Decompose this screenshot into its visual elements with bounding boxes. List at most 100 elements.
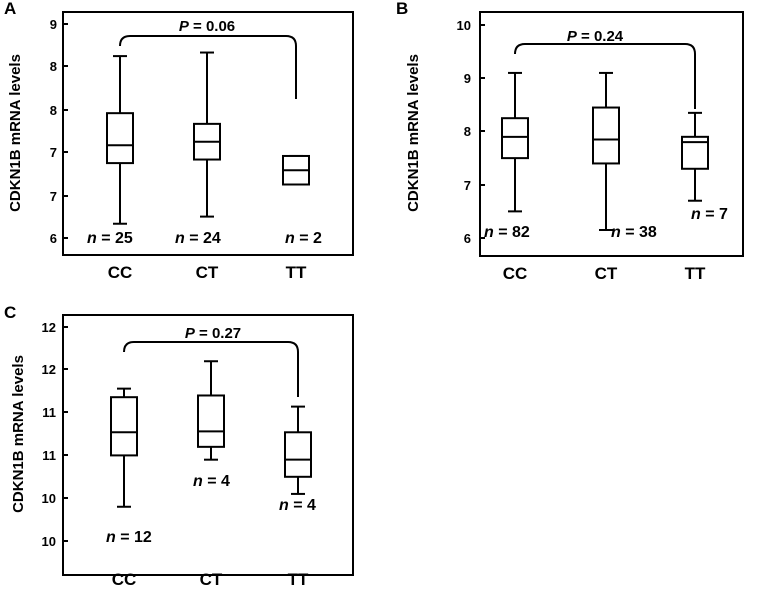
y-tick-label: 7 [50,189,57,204]
p-value: = 0.06 [193,18,235,35]
iqr-box [197,394,225,448]
x-category-label: CT [595,264,618,283]
y-tick-text: 6 [464,231,471,246]
y-tick-label: 9 [50,17,57,32]
box-ct [197,360,225,461]
y-tick-text: 8 [50,59,57,74]
box-tt [681,111,709,202]
p-symbol: P [567,28,578,45]
y-tick-label: 6 [464,231,471,246]
n-symbol: n [106,529,116,546]
sample-size-label: n = 4 [193,473,230,490]
iqr-box [284,431,312,478]
n-value: = 24 [189,230,221,247]
y-tick-label: 11 [42,405,56,420]
y-tick-text: 11 [42,405,56,420]
comparison-bracket [514,43,696,109]
n-value: = 2 [299,230,322,247]
x-category-label: CT [200,570,223,589]
n-value: = 7 [705,206,728,223]
n-symbol: n [279,497,289,514]
x-category-label: CC [112,570,137,589]
y-tick-text: 8 [50,103,57,118]
x-category-label: TT [288,570,309,589]
box-cc [501,71,529,213]
iqr-box [501,117,529,160]
y-axis-label-text: CDKN1B mRNA levels [405,54,422,212]
sample-size-label: n = 24 [175,230,221,247]
n-value: = 82 [498,224,530,241]
y-tick-text: 9 [50,17,57,32]
plot-frame [62,11,354,256]
y-axis-label: CDKN1B mRNA levels [7,54,24,212]
y-tick-label: 12 [42,362,56,377]
p-value: = 0.27 [199,325,241,342]
y-tick-label: 7 [50,145,57,160]
y-tick-label: 7 [464,178,471,193]
sample-size-label: n = 7 [691,206,728,223]
p-symbol: P [185,325,196,342]
sample-size-label: n = 2 [285,230,322,247]
p-symbol: P [179,18,190,35]
y-tick-label: 9 [464,71,471,86]
panel-letter-text: B [396,0,408,18]
y-tick-label: 12 [42,320,56,335]
y-tick-label: 8 [50,103,57,118]
panel-letter: A [4,0,16,18]
n-symbol: n [193,473,203,490]
y-axis-label-text: CDKN1B mRNA levels [7,54,24,212]
y-tick-label: 10 [42,491,56,506]
panel-letter: C [4,303,16,322]
box-cc [110,387,138,508]
n-symbol: n [285,230,295,247]
x-category-label: CT [196,263,219,282]
n-symbol: n [691,206,701,223]
n-value: = 4 [293,497,316,514]
y-tick-text: 12 [42,320,56,335]
n-value: = 12 [120,529,152,546]
y-tick-label: 10 [42,534,56,549]
y-tick-label: 6 [50,231,57,246]
comparison-bracket [119,35,297,99]
p-value-label: P = 0.24 [567,28,624,45]
x-category-text: CT [200,570,223,589]
y-tick-text: 12 [42,362,56,377]
iqr-box [106,112,134,165]
n-symbol: n [87,230,97,247]
y-tick-text: 7 [50,189,57,204]
box-ct [193,51,221,218]
p-value-label: P = 0.27 [185,325,241,342]
x-category-text: TT [288,570,309,589]
sample-size-label: n = 25 [87,230,133,247]
box-tt [284,405,312,495]
x-category-text: CT [595,264,618,283]
y-tick-label: 8 [464,124,471,139]
y-tick-text: 10 [42,491,56,506]
y-tick-label: 11 [42,448,56,463]
iqr-box [592,106,620,165]
y-tick-text: 6 [50,231,57,246]
y-axis-label-text: CDKN1B mRNA levels [10,355,27,513]
n-symbol: n [611,224,621,241]
y-tick-text: 11 [42,448,56,463]
n-value: = 25 [101,230,133,247]
y-tick-text: 7 [464,178,471,193]
panel-letter-text: C [4,303,16,322]
x-category-text: TT [286,263,307,282]
sample-size-label: n = 4 [279,497,316,514]
x-category-label: TT [685,264,706,283]
p-value: = 0.24 [581,28,624,45]
y-tick-text: 8 [464,124,471,139]
x-category-text: CC [108,263,133,282]
x-category-text: TT [685,264,706,283]
x-category-text: CC [112,570,137,589]
panel-letter-text: A [4,0,16,18]
sample-size-label: n = 12 [106,529,152,546]
y-tick-text: 10 [42,534,56,549]
n-symbol: n [175,230,185,247]
box-cc [106,55,134,225]
